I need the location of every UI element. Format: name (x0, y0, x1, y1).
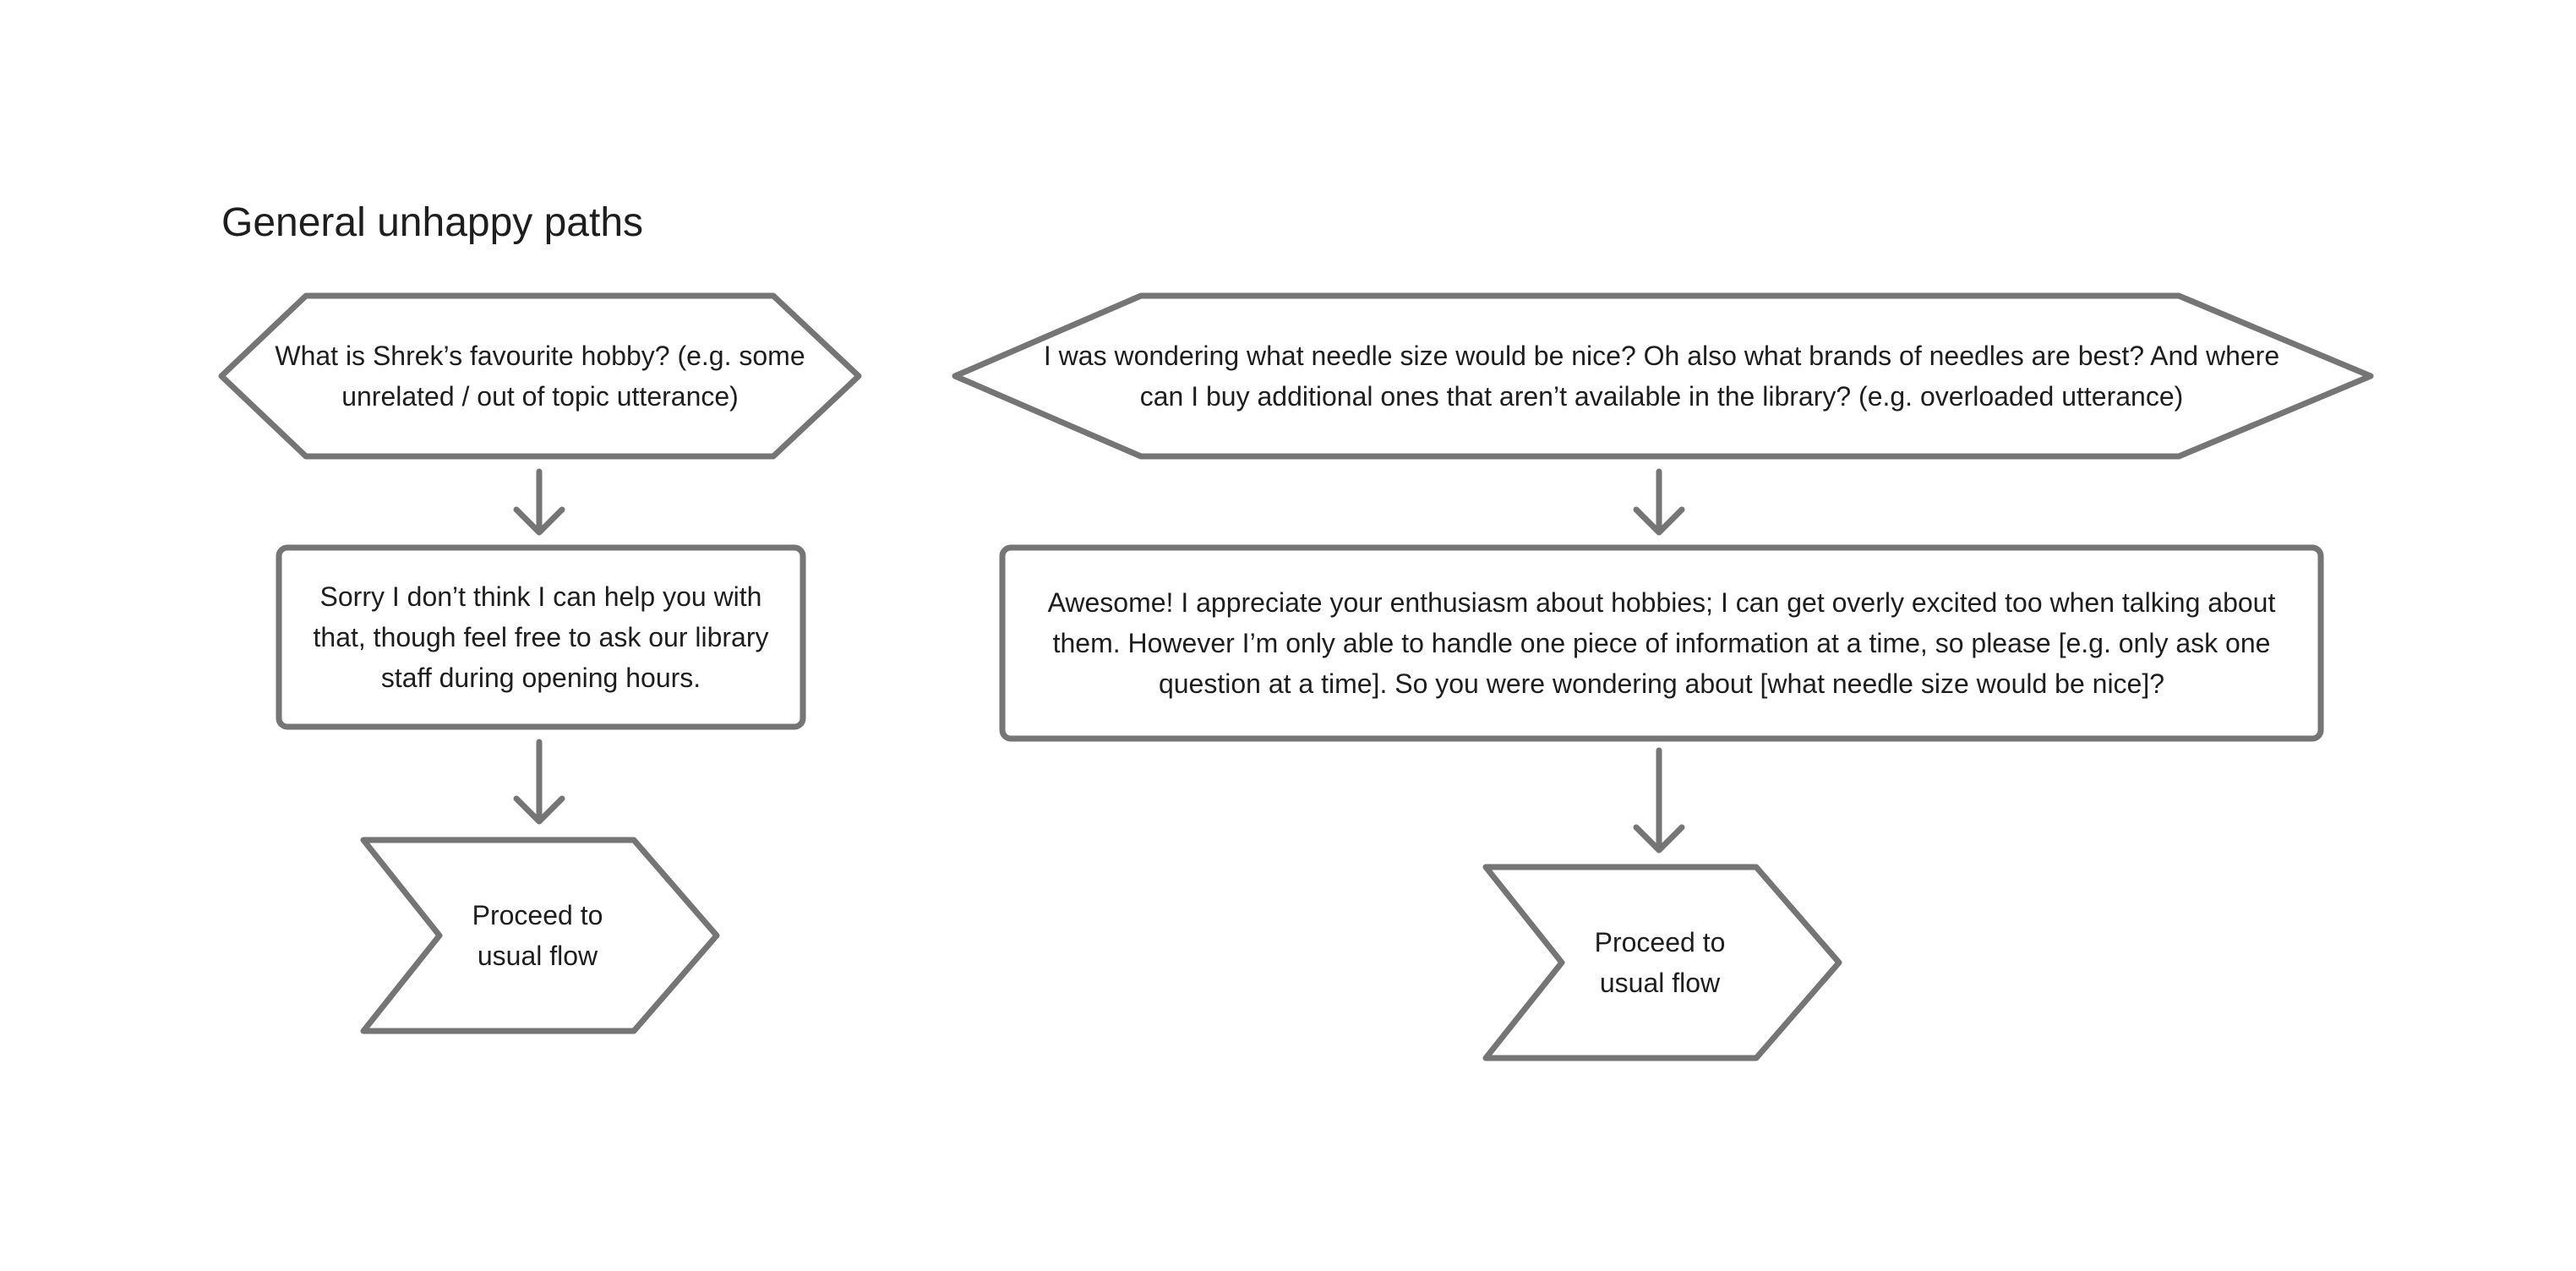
response-box-1 (276, 544, 806, 730)
arrow-down-2b (1633, 747, 1685, 854)
proceed-text-1: Proceed to usual flow (472, 900, 603, 971)
proceed-chevron-1 (360, 837, 720, 1034)
page-title: General unhappy paths (221, 200, 644, 245)
arrow-down-1a (513, 468, 565, 536)
proceed-text-2: Proceed to usual flow (1594, 927, 1726, 998)
response-box-2 (999, 544, 2324, 742)
arrow-down-2a (1633, 468, 1685, 536)
utterance-text-1: What is Shrek’s favourite hobby? (e.g. s… (275, 341, 805, 412)
utterance-text-2: I was wondering what needle size would b… (1043, 341, 2280, 412)
utterance-hexagon-2 (952, 292, 2374, 460)
response-text-1: Sorry I don’t think I can help you with … (313, 581, 769, 693)
response-text-2: Awesome! I appreciate your enthusiasm ab… (1047, 587, 2276, 699)
arrow-down-1b (513, 739, 565, 825)
proceed-chevron-2 (1482, 864, 1842, 1061)
utterance-hexagon-1 (218, 292, 862, 460)
